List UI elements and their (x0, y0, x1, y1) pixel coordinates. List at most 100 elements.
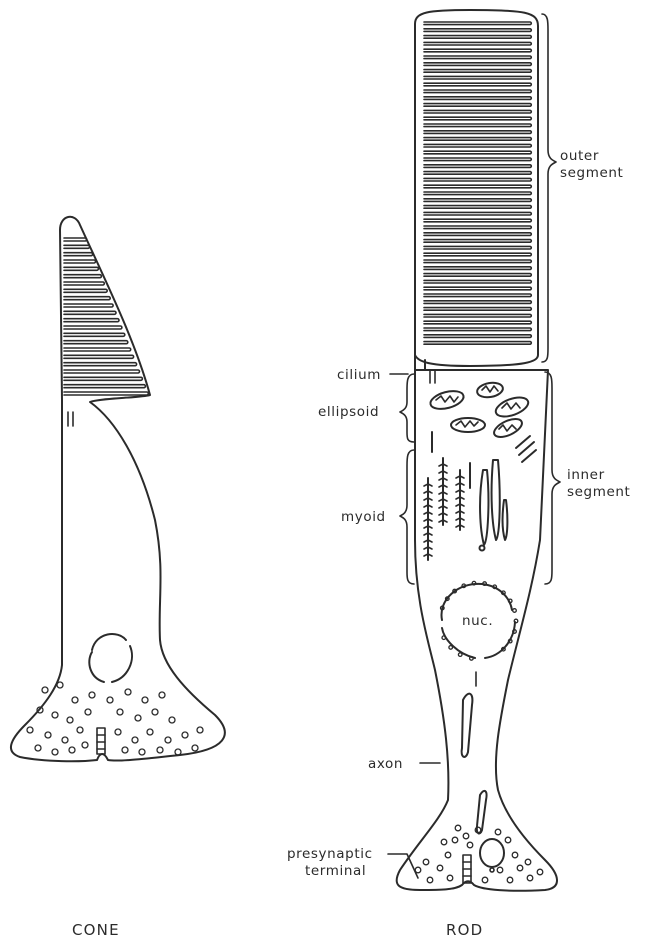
cone-disc (64, 238, 87, 241)
inner-segment-label-line1: inner (567, 467, 605, 483)
outer-segment-label-line1: outer (560, 148, 599, 164)
rod-disc (424, 36, 531, 39)
cone-vesicle (197, 727, 203, 733)
cone-vesicle (72, 697, 78, 703)
cone-disc (64, 363, 137, 366)
rod-disc (424, 104, 531, 107)
nuclear-pore (508, 599, 512, 603)
cone-synaptic-ribbon (97, 728, 105, 754)
rod-disc (424, 56, 531, 59)
rod-disc (424, 138, 531, 141)
rod-vesicle (423, 859, 429, 865)
rod-vesicle (525, 859, 531, 865)
nuclear-pore (514, 619, 518, 623)
rod-disc (424, 260, 531, 263)
cone-vesicle (175, 749, 181, 755)
rod-disc (424, 83, 531, 86)
outer-segment-brace (542, 14, 556, 362)
myoid-brace (400, 450, 414, 584)
rod-disc (424, 314, 531, 317)
rod-disc (424, 301, 531, 304)
cone-disc (64, 311, 116, 314)
cone-disc (64, 326, 122, 329)
rod-disc (424, 76, 531, 79)
rod-disc (424, 131, 531, 134)
rod-vesicle (517, 865, 523, 871)
cone-vesicle (142, 697, 148, 703)
rod-disc (424, 158, 531, 161)
cilium-label: cilium (337, 367, 381, 383)
rod-vesicle (495, 829, 501, 835)
outer-segment-label-line2: segment (560, 165, 623, 181)
rod-disc (424, 206, 531, 209)
cone-vesicle (139, 749, 145, 755)
rod-cell (397, 10, 557, 891)
cone-vesicle (77, 727, 83, 733)
axon-label: axon (368, 756, 403, 772)
rod-vesicle (467, 842, 473, 848)
cone-disc (64, 355, 134, 358)
rod-vesicle (537, 869, 543, 875)
cone-vesicle (169, 717, 175, 723)
cone-vesicle (35, 745, 41, 751)
cone-disc (64, 392, 148, 395)
rod-vesicle (447, 875, 453, 881)
cone-vesicle (115, 729, 121, 735)
cone-vesicle (27, 727, 33, 733)
rod-disc (424, 151, 531, 154)
cone-vesicle (42, 687, 48, 693)
rod-terminal-organelle (480, 839, 504, 867)
rod-disc (424, 90, 531, 93)
cone-disc (64, 282, 104, 285)
cone-caption: CONE (72, 921, 120, 939)
ellipsoid-brace (400, 374, 414, 442)
rod-vesicle (463, 833, 469, 839)
cone-vesicle (45, 732, 51, 738)
rod-disc (424, 199, 531, 202)
cone-vesicle (117, 709, 123, 715)
cone-vesicle (122, 747, 128, 753)
rod-disc (424, 63, 531, 66)
ellipsoid-label: ellipsoid (318, 404, 379, 420)
nucleus-label: nuc. (462, 613, 493, 629)
rod-vesicle (505, 837, 511, 843)
rod-disc (424, 29, 531, 32)
cone-vesicle (62, 737, 68, 743)
rod-disc (424, 172, 531, 175)
nuclear-pore (449, 646, 453, 650)
cone-outer-segment-discs (64, 238, 148, 395)
nuclear-pore (513, 609, 517, 613)
rod-vesicle (452, 837, 458, 843)
cone-vesicle (147, 729, 153, 735)
cone-vesicle (192, 745, 198, 751)
cone-disc (64, 304, 113, 307)
rod-vesicle (507, 877, 513, 883)
rod-axon-organelles (462, 672, 494, 872)
rod-disc (424, 70, 531, 73)
rod-vesicle (441, 839, 447, 845)
rod-disc (424, 212, 531, 215)
rod-disc (424, 219, 531, 222)
presynaptic-label-line2: terminal (305, 863, 366, 879)
rod-disc (424, 274, 531, 277)
cone-vesicle (165, 737, 171, 743)
rod-vesicle (497, 867, 503, 873)
cone-nucleus (89, 634, 132, 682)
cone-vesicle (85, 709, 91, 715)
cone-vesicle (157, 747, 163, 753)
rod-disc (424, 246, 531, 249)
cone-disc (64, 289, 107, 292)
rod-disc (424, 308, 531, 311)
rod-disc (424, 240, 531, 243)
rod-myoid-organelles (428, 432, 536, 560)
cone-disc (64, 385, 145, 388)
cone-vesicle (89, 692, 95, 698)
rod-disc (424, 42, 531, 45)
rod-disc (424, 49, 531, 52)
cone-disc (64, 297, 110, 300)
cone-disc (64, 260, 96, 263)
rod-disc (424, 178, 531, 181)
rod-disc (424, 335, 531, 338)
cone-disc (64, 253, 93, 256)
